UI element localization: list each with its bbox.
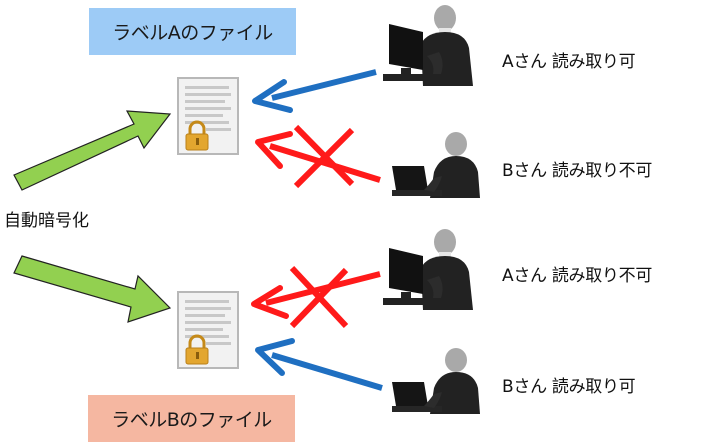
access-a-top: Aさん 読み取り可 — [502, 52, 636, 72]
red-cross-arrow-top — [255, 124, 381, 189]
locked-document-icon-top — [176, 76, 240, 156]
auto-encrypt-label: 自動暗号化 — [4, 211, 89, 231]
label-b-title: ラベルBのファイル — [111, 409, 272, 431]
access-a-bottom: Aさん 読み取り不可 — [502, 266, 653, 286]
red-cross-arrow-bottom — [251, 265, 381, 329]
label-a-box-bg — [89, 8, 296, 55]
access-b-top: Bさん 読み取り不可 — [502, 161, 653, 181]
label-a-title: ラベルAのファイル — [112, 22, 273, 44]
locked-document-icon-bottom — [176, 290, 240, 370]
blue-arrow-bottom — [255, 338, 383, 391]
green-arrow-upper — [13, 110, 172, 191]
access-b-bottom: Bさん 読み取り可 — [502, 377, 636, 397]
person-at-computer-icon-a-bottom — [383, 229, 473, 310]
blue-arrow-top — [252, 69, 377, 113]
green-arrow-lower — [13, 255, 172, 323]
person-at-laptop-icon-b-top — [392, 132, 480, 198]
person-at-laptop-icon-b-bottom — [392, 348, 480, 414]
person-at-computer-icon-a-top — [383, 5, 473, 86]
label-b-box-bg — [88, 395, 295, 442]
